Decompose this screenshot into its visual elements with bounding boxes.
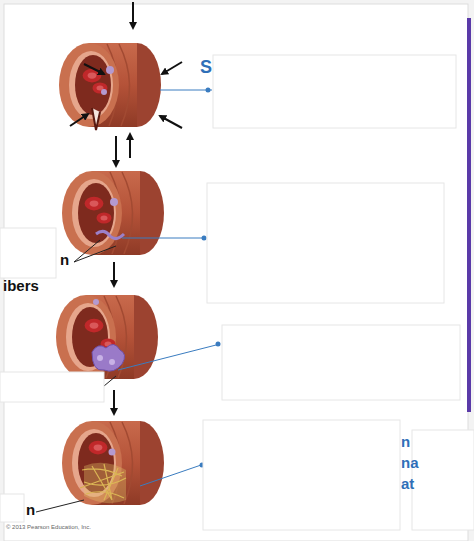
part-label: n xyxy=(60,252,69,269)
step-text: n xyxy=(401,434,410,451)
part-label: ibers xyxy=(3,278,39,295)
step-text: at xyxy=(401,476,414,493)
step-letter: S xyxy=(200,58,212,78)
step-text: na xyxy=(401,455,419,472)
copyright-note: © 2013 Pearson Education, Inc. xyxy=(6,524,91,531)
part-label: n xyxy=(26,502,35,519)
